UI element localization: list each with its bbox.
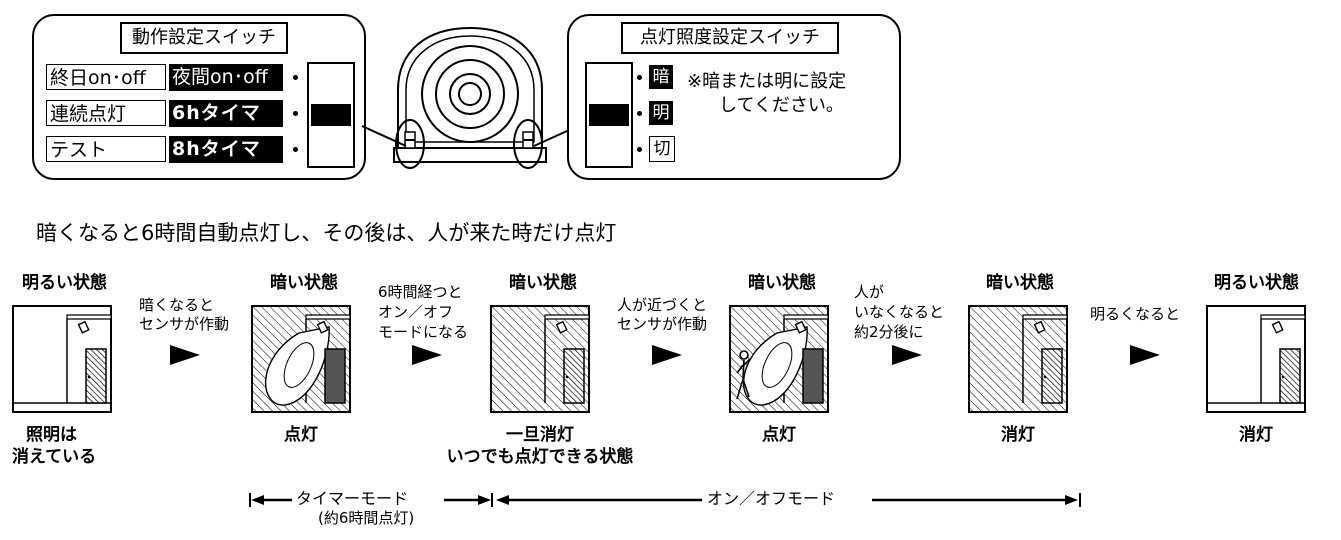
flow-arrow-icon <box>1130 345 1160 365</box>
callout-line <box>361 125 407 147</box>
scene-bright-off <box>12 305 112 413</box>
transition-text: 明るくなると <box>1090 305 1181 323</box>
timeline-timer-mode-label: タイマーモード <box>296 489 409 508</box>
operation-switch-panel: 動作設定スイッチ 終日on･off 夜間on･off 連続点灯 6hタイマ テス… <box>32 14 366 180</box>
flow-arrow-icon <box>892 345 922 365</box>
operation-row-left: 連続点灯 <box>46 100 166 126</box>
transition-text: 約2分後に <box>854 323 924 341</box>
transition-text: センサが作動 <box>617 315 708 333</box>
scene-dark-off <box>968 305 1068 413</box>
stage-state-title: 明るい状態 <box>1214 273 1299 293</box>
illuminance-switch-knob[interactable] <box>589 104 629 126</box>
operation-row-right: 6hタイマ <box>169 100 283 127</box>
stage-result-line: 照明は <box>26 425 77 445</box>
operation-row-left: 終日on･off <box>46 64 166 90</box>
operation-row: 終日on･off 夜間on･off <box>46 64 306 91</box>
timeline-onoff-mode-line <box>496 493 1081 507</box>
timeline-timer-note: (約6時間点灯) <box>318 509 415 527</box>
stage-state-title: 暗い状態 <box>509 273 577 293</box>
illuminance-switch-panel: 点灯照度設定スイッチ 暗 明 切 ※暗または明に設定 してください。 <box>567 14 901 180</box>
transition-text: センサが作動 <box>139 315 230 333</box>
switch-position-dot <box>293 75 298 80</box>
headline: 暗くなると6時間自動点灯し、その後は、人が来た時だけ点灯 <box>36 221 617 245</box>
scene-dark-light-on <box>251 305 351 413</box>
illuminance-slide-switch[interactable] <box>585 62 633 168</box>
operation-switch-title: 動作設定スイッチ <box>120 22 288 54</box>
option-bright: 明 <box>649 101 673 125</box>
person-icon <box>736 350 751 400</box>
transition-text: いなくなると <box>854 303 945 321</box>
stage-state-title: 暗い状態 <box>986 273 1054 293</box>
operation-slide-switch[interactable] <box>307 62 355 168</box>
transition-text: 人が近づくと <box>617 296 708 314</box>
transition-text: オン／オフ <box>378 303 454 321</box>
stage-result-line: 一旦消灯 <box>506 425 574 445</box>
scene-bright-off-final <box>1206 305 1306 413</box>
switch-position-dot <box>293 111 298 116</box>
operation-row-right: 8hタイマ <box>169 136 283 163</box>
option-dark: 暗 <box>649 65 673 89</box>
option-off: 切 <box>649 136 675 162</box>
operation-row-right: 夜間on･off <box>169 64 283 91</box>
switch-position-dot <box>293 147 298 152</box>
switch-position-dot <box>637 111 642 116</box>
flow-arrow-icon <box>170 345 200 365</box>
stage-state-title: 明るい状態 <box>22 273 107 293</box>
switch-position-dot <box>637 75 642 80</box>
switch-position-dot <box>637 147 642 152</box>
transition-text: 6時間経つと <box>378 283 463 301</box>
illuminance-note-2: してください。 <box>719 95 844 116</box>
operation-switch-knob[interactable] <box>311 104 351 126</box>
stage-state-title: 暗い状態 <box>270 273 338 293</box>
transition-text: モードになる <box>378 323 469 341</box>
illuminance-note-1: ※暗または明に設定 <box>687 71 847 92</box>
stage-result-label: 点灯 <box>284 425 318 445</box>
timeline-timer-mode-line <box>249 493 493 507</box>
transition-text: 暗くなると <box>139 296 215 314</box>
stage-result-line: いつでも点灯できる状態 <box>446 447 634 467</box>
stage-result-label: 消灯 <box>1001 425 1035 445</box>
stage-result-label: 一旦消灯 いつでも点灯できる状態 <box>435 424 645 468</box>
sensor-device-illustration <box>393 26 547 169</box>
illuminance-switch-title: 点灯照度設定スイッチ <box>621 22 839 54</box>
operation-row: 連続点灯 6hタイマ <box>46 100 306 127</box>
scene-dark-off-standby <box>490 305 590 413</box>
transition-text: 人が <box>854 283 885 301</box>
operation-row-left: テスト <box>46 136 166 162</box>
stage-result-label: 消灯 <box>1239 425 1273 445</box>
stage-result-label: 照明は 消えている <box>12 424 142 468</box>
scene-dark-person-light-on <box>729 305 829 413</box>
stage-result-line: 消えている <box>12 447 97 467</box>
timeline-onoff-mode-label: オン／オフモード <box>707 489 836 508</box>
operation-row: テスト 8hタイマ <box>46 136 306 163</box>
flow-arrow-icon <box>412 345 442 365</box>
stage-state-title: 暗い状態 <box>748 273 816 293</box>
flow-arrow-icon <box>652 345 682 365</box>
stage-result-label: 点灯 <box>762 425 796 445</box>
